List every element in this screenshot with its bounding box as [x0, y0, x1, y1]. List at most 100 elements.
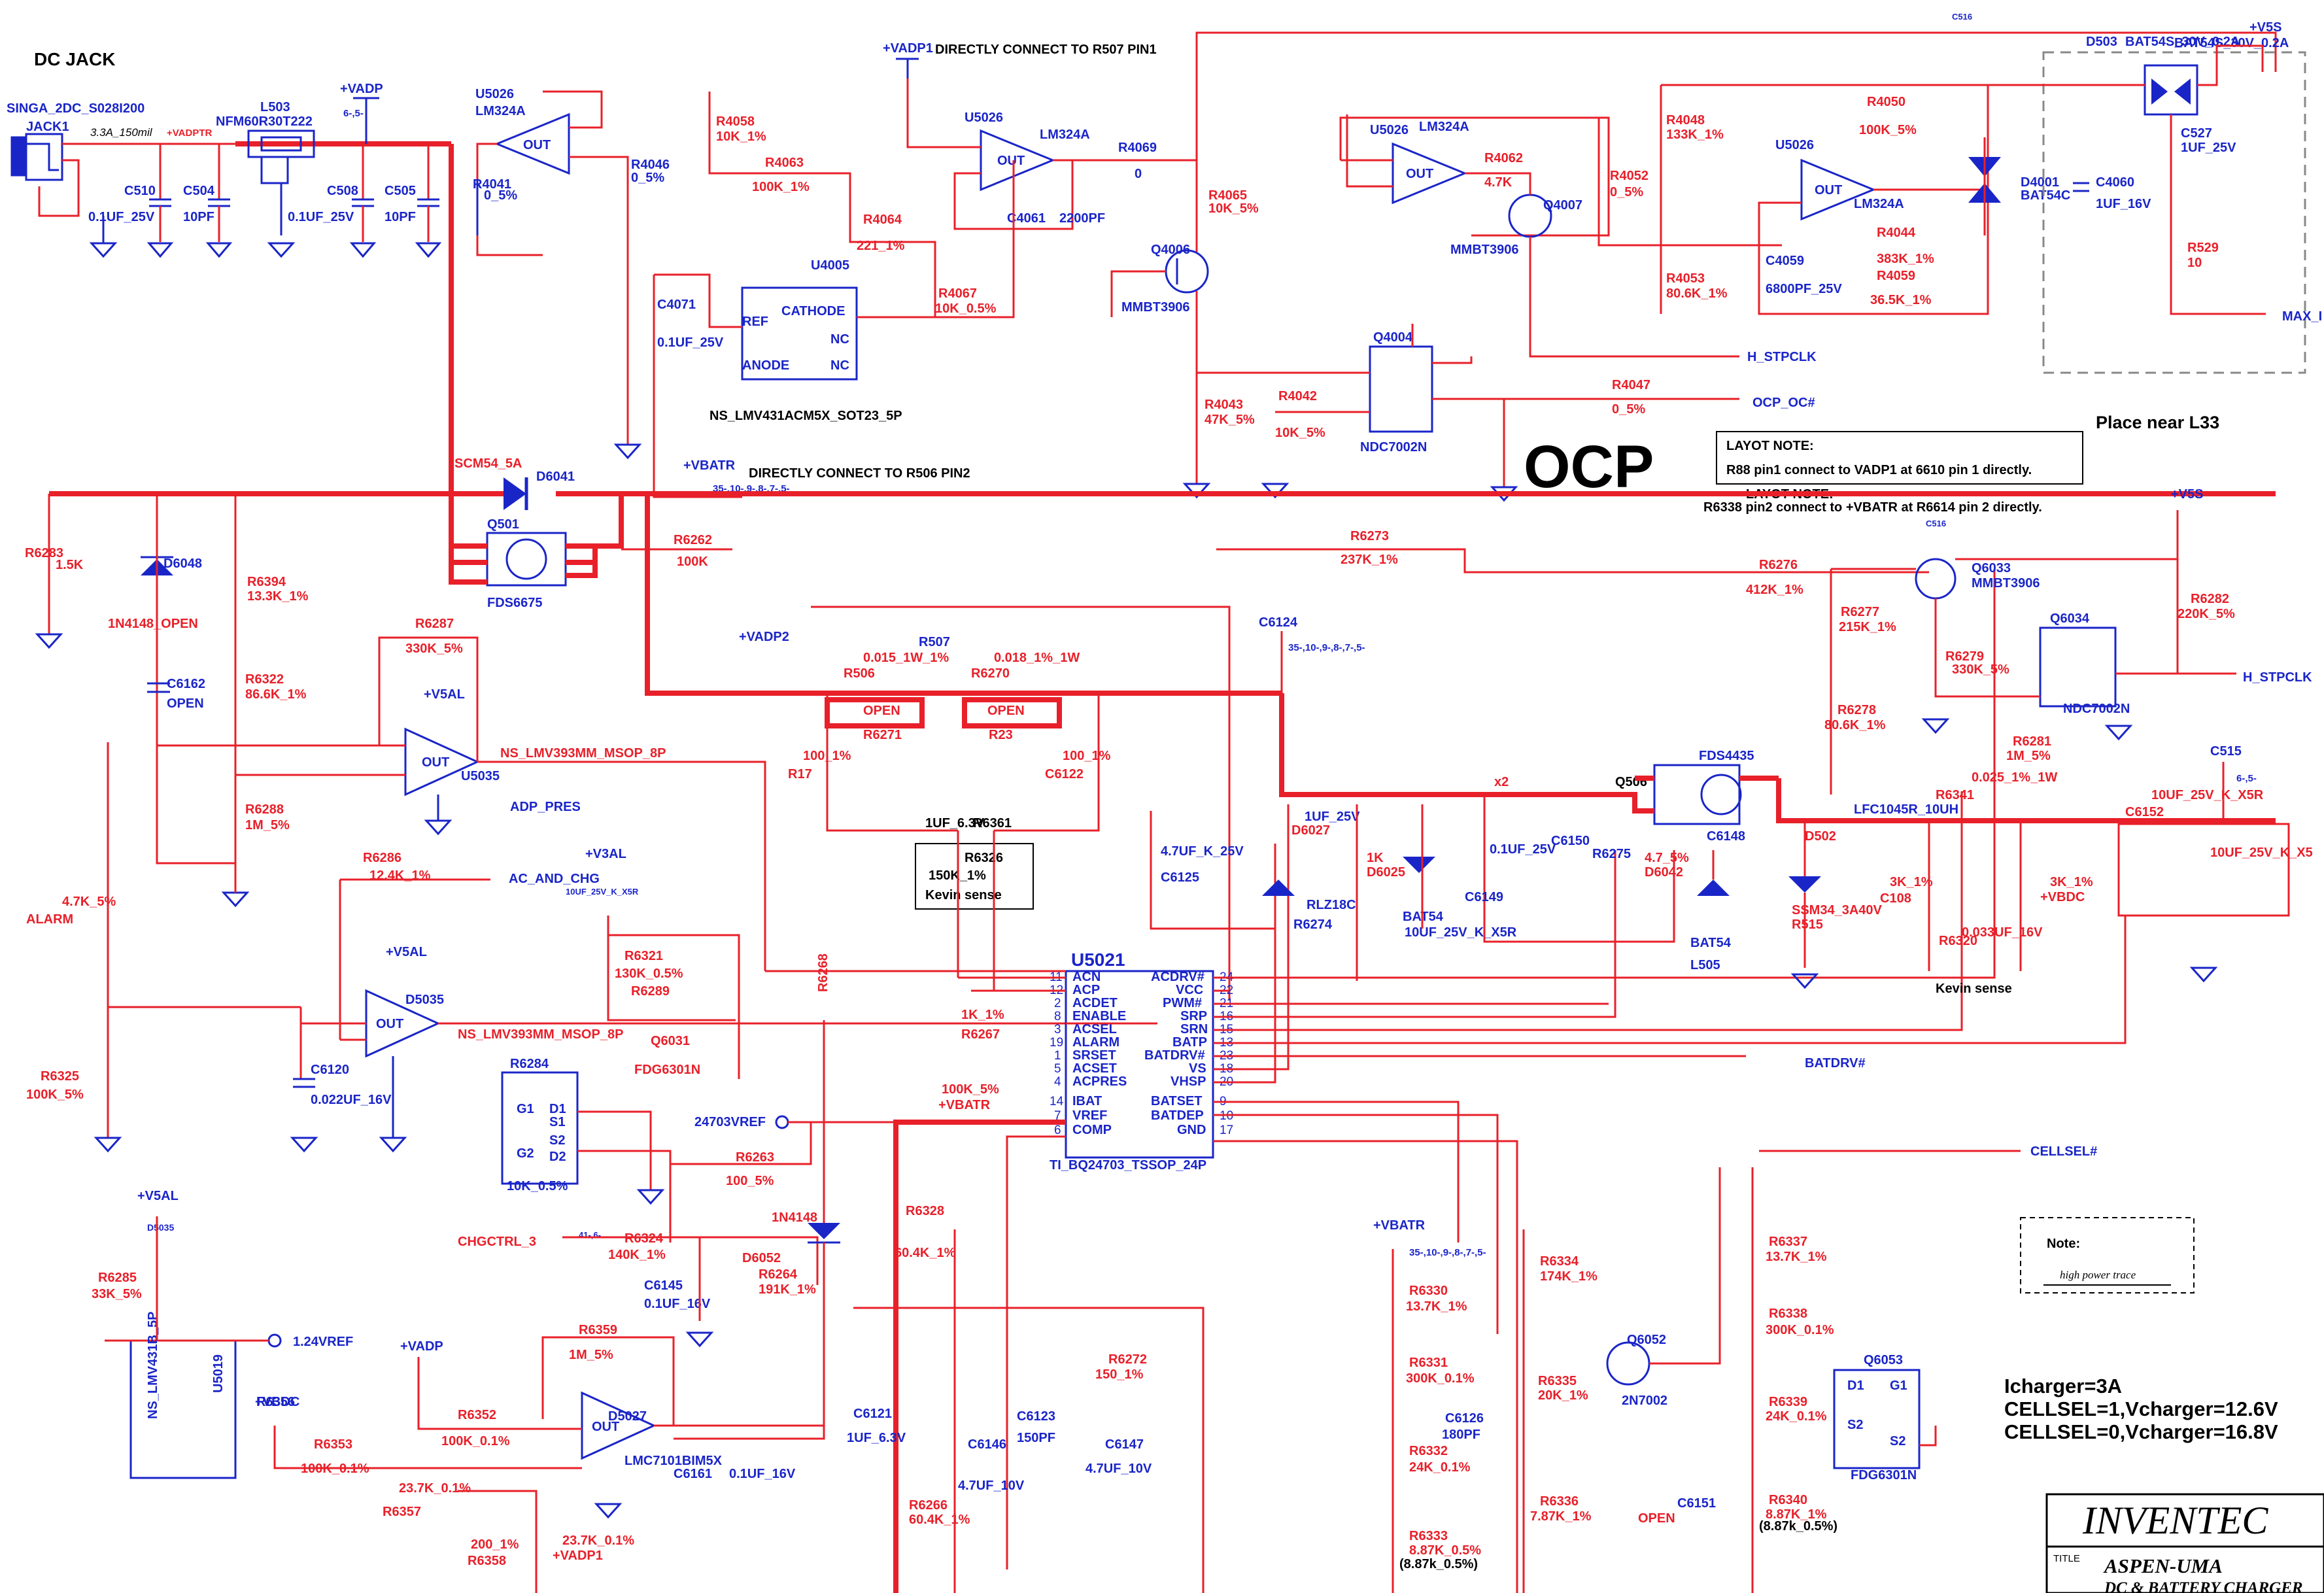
svg-text:35-,10-,9-,8-,7-,5-: 35-,10-,9-,8-,7-,5-	[1409, 1247, 1486, 1258]
svg-text:3K_1%: 3K_1%	[1890, 875, 1933, 889]
svg-text:33K_5%: 33K_5%	[92, 1287, 142, 1301]
vbatr-mid: C6124 35-,10-,9-,8-,7-,5- 4.7UF_K_25V C6…	[1150, 615, 1517, 981]
vadptr-label: +VADPTR	[167, 128, 212, 139]
svg-text:180PF: 180PF	[1442, 1428, 1480, 1442]
svg-text:C6162: C6162	[167, 677, 205, 691]
svg-text:7.87K_1%: 7.87K_1%	[1530, 1509, 1592, 1524]
svg-text:CATHODE: CATHODE	[781, 304, 845, 318]
svg-text:BAT54S_30V_0.2A: BAT54S_30V_0.2A	[2125, 35, 2240, 49]
svg-text:R6274: R6274	[1293, 917, 1333, 932]
svg-text:R6334: R6334	[1540, 1254, 1579, 1269]
svg-text:R506: R506	[844, 666, 875, 681]
svg-text:1K_1%: 1K_1%	[961, 1008, 1004, 1022]
svg-text:S2: S2	[1890, 1434, 1905, 1448]
svg-text:NS_LMV393MM_MSOP_8P: NS_LMV393MM_MSOP_8P	[458, 1027, 623, 1042]
svg-text:14: 14	[1050, 1095, 1064, 1108]
svg-text:4.7K: 4.7K	[1484, 175, 1512, 190]
svg-text:CELLSEL#: CELLSEL#	[2030, 1144, 2097, 1159]
svg-text:C6148: C6148	[1707, 829, 1745, 844]
svg-text:R6266: R6266	[909, 1498, 948, 1513]
svg-text:R17: R17	[788, 767, 812, 781]
svg-text:1UF_6.3V: 1UF_6.3V	[925, 816, 985, 831]
svg-text:0.1UF_25V: 0.1UF_25V	[1490, 842, 1556, 857]
svg-text:REF: REF	[742, 315, 768, 329]
svg-text:R4052: R4052	[1610, 169, 1649, 183]
svg-text:OUT: OUT	[523, 138, 551, 152]
svg-text:1UF_25V: 1UF_25V	[1305, 810, 1360, 824]
svg-text:+VBDC: +VBDC	[255, 1395, 299, 1409]
svg-text:R6335: R6335	[1538, 1374, 1577, 1388]
svg-text:G1: G1	[1890, 1379, 1907, 1393]
place-near-box	[2042, 51, 2306, 374]
svg-text:10K_0.5%: 10K_0.5%	[935, 301, 997, 316]
svg-text:R6277: R6277	[1841, 605, 1879, 619]
opamp-u5026-b: U5026 LM324A OUT R4069 0 C4061 2200PF	[906, 78, 1197, 230]
svg-text:R4058: R4058	[716, 114, 755, 129]
l503: L503 NFM60R30T222	[216, 100, 315, 235]
jack-ref: JACK1	[26, 120, 69, 134]
svg-text:35-,10-,9-,8-,7-,5-: 35-,10-,9-,8-,7-,5-	[1288, 642, 1365, 653]
svg-text:C6125: C6125	[1161, 870, 1199, 885]
svg-text:ACP: ACP	[1072, 983, 1100, 997]
svg-text:L503: L503	[260, 100, 290, 114]
svg-text:8.87K_1%: 8.87K_1%	[1766, 1507, 1827, 1522]
svg-text:8: 8	[1054, 1010, 1061, 1023]
svg-text:C108: C108	[1880, 891, 1911, 906]
layout-note-box	[1716, 431, 2083, 485]
r6325: Q6031 FDG6301N	[634, 1034, 700, 1077]
svg-text:17: 17	[1220, 1123, 1233, 1137]
svg-text:ACSET: ACSET	[1072, 1061, 1117, 1076]
svg-text:OUT: OUT	[592, 1420, 619, 1434]
svg-text:LM324A: LM324A	[1419, 120, 1469, 134]
d4001: D4001 BAT54C C4060 1UF_16V	[1968, 137, 2151, 235]
svg-text:CELLSEL=0,Vcharger=16.8V: CELLSEL=0,Vcharger=16.8V	[2004, 1420, 2278, 1443]
svg-text:R6352: R6352	[458, 1408, 496, 1422]
u4005: U4005 REF CATHODE NC ANODE NC C4071 0.1U…	[653, 160, 1015, 498]
svg-text:R6262: R6262	[674, 533, 712, 547]
svg-text:4: 4	[1054, 1075, 1061, 1089]
svg-text:R6279: R6279	[1945, 649, 1984, 664]
svg-text:C6126: C6126	[1445, 1411, 1484, 1426]
svg-text:+VBATR: +VBATR	[683, 458, 736, 473]
svg-text:R6285: R6285	[98, 1271, 137, 1285]
svg-text:R6333: R6333	[1409, 1529, 1448, 1543]
svg-text:R6278: R6278	[1837, 703, 1876, 717]
svg-text:U5026: U5026	[475, 87, 514, 101]
svg-text:+V5AL: +V5AL	[386, 945, 427, 959]
svg-text:NS_LMV431ACM5X_SOT23_5P: NS_LMV431ACM5X_SOT23_5P	[709, 409, 902, 423]
svg-text:86.6K_1%: 86.6K_1%	[245, 687, 307, 702]
svg-text:3: 3	[1054, 1023, 1061, 1036]
svg-text:CELLSEL=1,Vcharger=12.6V: CELLSEL=1,Vcharger=12.6V	[2004, 1397, 2278, 1420]
svg-text:1N4148_OPEN: 1N4148_OPEN	[108, 617, 198, 631]
svg-text:Place near L33: Place near L33	[2096, 413, 2219, 432]
d503: D503 BAT54S_30V_0.2A +V5S BAT54S_30V_0.2…	[1952, 12, 2322, 324]
svg-text:BATSET: BATSET	[1151, 1094, 1203, 1108]
svg-text:OUT: OUT	[376, 1017, 403, 1031]
svg-text:R6320: R6320	[1939, 934, 1977, 948]
svg-text:100_5%: 100_5%	[726, 1174, 774, 1188]
svg-text:13.7K_1%: 13.7K_1%	[1406, 1299, 1467, 1314]
svg-text:S2: S2	[549, 1133, 565, 1148]
svg-text:10K_5%: 10K_5%	[1275, 426, 1325, 440]
svg-text:VHSP: VHSP	[1171, 1074, 1206, 1089]
svg-text:SCM54_5A: SCM54_5A	[454, 456, 522, 471]
svg-text:R6281: R6281	[2013, 734, 2051, 749]
caps-topleft: C510 0.1UF_25V C504 10PF C508 0.1UF_25V …	[88, 144, 442, 258]
svg-text:R6394: R6394	[247, 575, 286, 589]
svg-text:100K_5%: 100K_5%	[1859, 123, 1917, 137]
svg-text:C505: C505	[384, 184, 416, 198]
svg-text:NDC7002N: NDC7002N	[2063, 702, 2130, 716]
q6031: R6284 10K_0.5% G1 D1 S1 G2 S2 D2	[501, 1057, 672, 1242]
svg-text:C504: C504	[183, 184, 215, 198]
svg-text:12.4K_1%: 12.4K_1%	[369, 868, 431, 883]
svg-text:0.1UF_25V: 0.1UF_25V	[88, 210, 155, 224]
opamp-u5026-d: U5026 LM324A OUT R4050 100K_5% C4059 680…	[1758, 85, 1989, 315]
svg-text:1N4148: 1N4148	[772, 1210, 817, 1225]
svg-text:383K_1%: 383K_1%	[1877, 252, 1934, 266]
svg-text:R6322: R6322	[245, 672, 284, 687]
svg-text:+V5S: +V5S	[2171, 487, 2203, 502]
svg-text:+V5AL: +V5AL	[424, 687, 465, 702]
svg-text:100K_0.1%: 100K_0.1%	[441, 1434, 510, 1448]
svg-text:Q6034: Q6034	[2050, 611, 2090, 626]
svg-text:R6288: R6288	[245, 802, 284, 817]
